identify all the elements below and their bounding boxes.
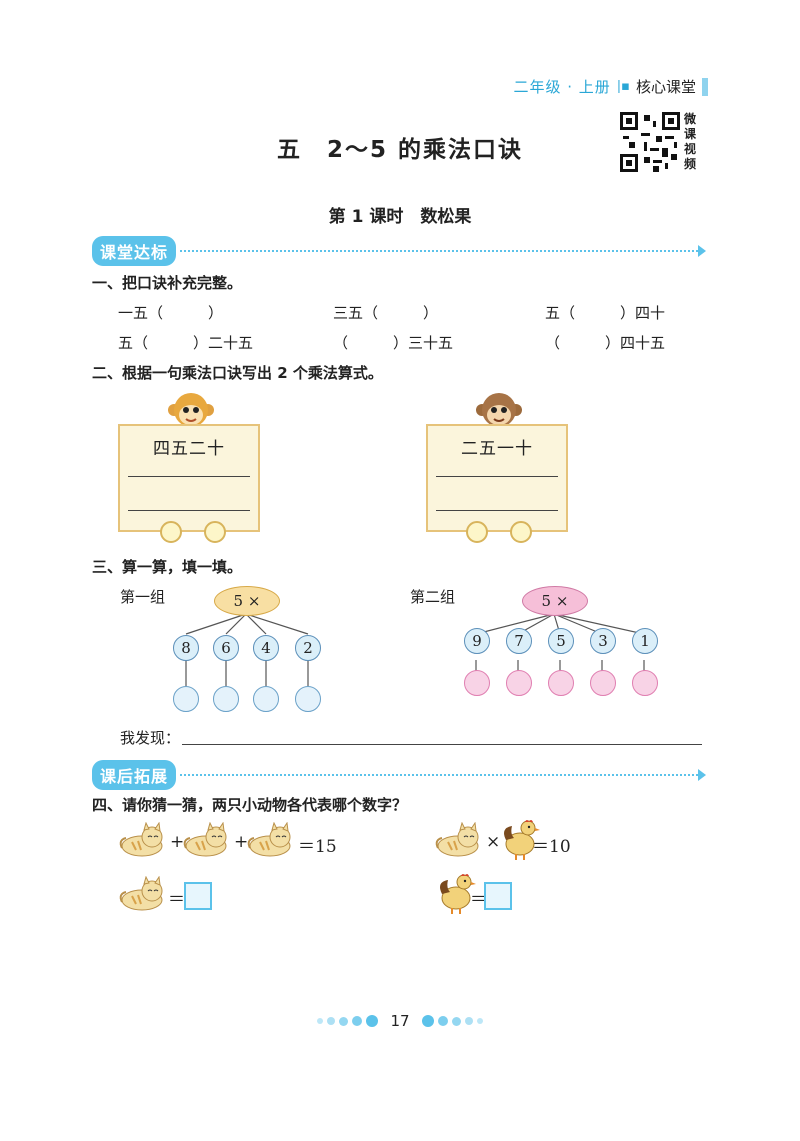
answer-line[interactable]: [128, 476, 250, 477]
q1-item[interactable]: （ ）三十五: [333, 334, 454, 352]
plus-sign: +: [170, 832, 185, 852]
unit-title: 五 2～5 的乘法口诀: [276, 137, 523, 163]
number-circle: 8: [173, 635, 199, 661]
monkey-icon: [168, 393, 214, 427]
banner-label: 课后拓展: [92, 760, 177, 790]
q2-heading: 二、根据一句乘法口诀写出 2 个乘法算式。: [92, 364, 383, 382]
book-header: 二年级 · 上册 |▪ 核心课堂: [513, 76, 708, 97]
equation-result: ＝10: [532, 837, 571, 857]
micro-video-char: 微: [684, 112, 697, 126]
group-label: 第一组: [120, 588, 166, 606]
wheel-icon: [510, 521, 532, 543]
cat-icon: [435, 822, 479, 857]
dot-icon: [366, 1015, 379, 1027]
wheel-icon: [466, 521, 488, 543]
multiplier-ellipse: 5 ×: [522, 586, 588, 616]
number-circle: 9: [464, 628, 490, 654]
dot-icon: [476, 1018, 483, 1024]
dot-icon: [352, 1016, 363, 1026]
dotted-divider: [180, 245, 707, 257]
q1-item[interactable]: 三五（ ）: [333, 304, 439, 322]
number-circle: 4: [253, 635, 279, 661]
qr-code-icon[interactable]: [620, 112, 680, 172]
number-circle: 6: [213, 635, 239, 661]
dot-icon: [327, 1017, 336, 1025]
wheel-icon: [160, 521, 182, 543]
number-circle: 5: [548, 628, 574, 654]
answer-circle[interactable]: [253, 686, 279, 712]
lesson-title: 第 1 课时 数松果: [328, 207, 472, 227]
q1-item[interactable]: 五（ ）二十五: [118, 334, 254, 352]
cat-icon: [119, 876, 163, 911]
rhyme-text: 二五一十: [461, 439, 533, 459]
page-footer: 17: [0, 1012, 800, 1030]
q3-heading: 三、算一算，填一填。: [92, 558, 243, 576]
answer-box[interactable]: [184, 882, 212, 910]
q1-heading: 一、把口诀补充完整。: [92, 274, 243, 292]
monkey-icon: [476, 393, 522, 427]
q4-heading: 四、请你猜一猜，两只小动物各代表哪个数字？: [92, 796, 408, 814]
micro-video-char: 课: [684, 127, 697, 141]
rhyme-card: 二五一十: [426, 424, 568, 532]
dot-icon: [421, 1015, 434, 1027]
answer-circle[interactable]: [173, 686, 199, 712]
finding-label: 我发现：: [120, 729, 181, 747]
answer-circle[interactable]: [548, 670, 574, 696]
equation-result: ＝15: [298, 837, 337, 857]
dot-icon: [339, 1016, 349, 1026]
section-label: 核心课堂: [635, 78, 696, 96]
dot-icon: [437, 1016, 448, 1026]
number-circle: 2: [295, 635, 321, 661]
arrow-icon: [698, 769, 707, 781]
answer-circle[interactable]: [295, 686, 321, 712]
equals-sign: ＝: [470, 890, 487, 910]
header-separator: |▪: [616, 79, 630, 94]
arrow-icon: [698, 245, 707, 257]
banner-after-class: 课后拓展: [92, 760, 707, 790]
grade-label: 二年级 · 上册: [513, 78, 611, 96]
answer-line[interactable]: [436, 476, 558, 477]
equals-sign: ＝: [168, 890, 185, 910]
micro-video-label: 微 课 视 频: [684, 112, 700, 172]
banner-in-class: 课堂达标: [92, 236, 707, 266]
dot-icon: [317, 1018, 324, 1024]
banner-label: 课堂达标: [92, 236, 177, 266]
tree-lines-group1: [185, 613, 309, 686]
times-sign: ×: [486, 832, 501, 852]
number-circle: 7: [506, 628, 532, 654]
multiplier-ellipse: 5 ×: [214, 586, 280, 616]
answer-circle[interactable]: [632, 670, 658, 696]
page-number: 17: [390, 1012, 410, 1030]
rhyme-card: 四五二十: [118, 424, 260, 532]
answer-line[interactable]: [128, 510, 250, 511]
plus-sign: +: [234, 832, 249, 852]
micro-video-char: 频: [684, 157, 697, 171]
number-circle: 1: [632, 628, 658, 654]
cat-icon: [183, 822, 227, 857]
group-label: 第二组: [410, 588, 456, 606]
q1-item[interactable]: （ ）四十五: [545, 334, 666, 352]
header-bar: [702, 77, 708, 96]
answer-box[interactable]: [484, 882, 512, 910]
answer-circle[interactable]: [506, 670, 532, 696]
cat-icon: [247, 822, 291, 857]
q1-item[interactable]: 一五（ ）: [118, 304, 224, 322]
dot-icon: [451, 1016, 461, 1026]
answer-circle[interactable]: [213, 686, 239, 712]
micro-video-char: 视: [684, 142, 697, 156]
answer-line[interactable]: [436, 510, 558, 511]
cat-icon: [119, 822, 163, 857]
wheel-icon: [204, 521, 226, 543]
dot-icon: [464, 1017, 473, 1025]
finding-line[interactable]: [182, 744, 702, 745]
rhyme-text: 四五二十: [153, 439, 225, 459]
answer-circle[interactable]: [464, 670, 490, 696]
q1-item[interactable]: 五（ ）四十: [545, 304, 666, 322]
number-circle: 3: [590, 628, 616, 654]
answer-circle[interactable]: [590, 670, 616, 696]
dotted-divider: [180, 769, 707, 781]
